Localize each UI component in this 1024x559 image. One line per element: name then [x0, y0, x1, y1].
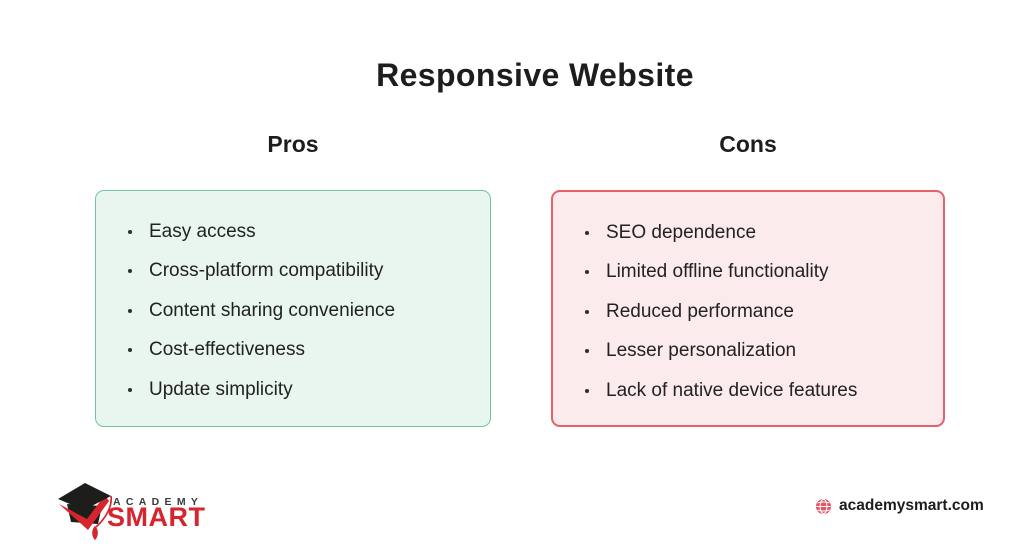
list-item: Limited offline functionality	[553, 253, 931, 293]
list-item-label: Update simplicity	[149, 378, 293, 400]
logo-smart-text: SMART	[107, 502, 206, 532]
pros-box: Easy access Cross-platform compatibility…	[95, 190, 491, 427]
bullet-icon	[128, 269, 132, 274]
list-item: Update simplicity	[96, 370, 478, 410]
bullet-icon	[585, 309, 589, 314]
list-item-label: Cross-platform compatibility	[149, 260, 384, 282]
list-item: Cross-platform compatibility	[96, 252, 478, 292]
cons-list: SEO dependence Limited offline functiona…	[553, 192, 943, 411]
tassel-drop	[92, 526, 98, 540]
bullet-icon	[128, 229, 132, 234]
bullet-icon	[585, 230, 589, 235]
list-item-label: Content sharing convenience	[149, 299, 396, 321]
bullet-icon	[128, 308, 132, 313]
tassel-cord	[95, 495, 113, 528]
cons-heading: Cons	[719, 131, 777, 157]
page-title: Responsive Website	[376, 57, 694, 93]
globe-icon	[815, 498, 832, 514]
academy-smart-logo: ACADEMY SMART	[55, 477, 230, 547]
list-item: SEO dependence	[553, 213, 931, 253]
list-item-label: Easy access	[149, 220, 256, 242]
bullet-icon	[585, 388, 589, 393]
list-item-label: Lesser personalization	[606, 340, 797, 362]
cons-box: SEO dependence Limited offline functiona…	[551, 190, 945, 427]
pros-heading: Pros	[267, 131, 319, 157]
list-item: Lesser personalization	[553, 332, 931, 372]
website-label: academysmart.com	[839, 497, 984, 514]
logo-academy-text: ACADEMY	[113, 496, 204, 508]
list-item: Lack of native device features	[553, 371, 931, 411]
website-link[interactable]: academysmart.com	[815, 497, 984, 515]
bullet-icon	[128, 387, 132, 392]
list-item: Content sharing convenience	[96, 291, 478, 331]
list-item-label: Lack of native device features	[606, 379, 858, 401]
graduation-cap-icon	[58, 483, 113, 540]
bullet-icon	[585, 270, 589, 275]
list-item-label: SEO dependence	[606, 221, 757, 243]
list-item: Easy access	[96, 212, 478, 252]
list-item-label: Limited offline functionality	[606, 261, 829, 283]
list-item: Cost-effectiveness	[96, 331, 478, 371]
bullet-icon	[128, 348, 132, 353]
list-item-label: Cost-effectiveness	[149, 339, 305, 361]
bullet-icon	[585, 349, 589, 354]
cap-top	[58, 483, 111, 510]
list-item: Reduced performance	[553, 292, 931, 332]
list-item-label: Reduced performance	[606, 300, 794, 322]
pros-list: Easy access Cross-platform compatibility…	[96, 191, 490, 410]
